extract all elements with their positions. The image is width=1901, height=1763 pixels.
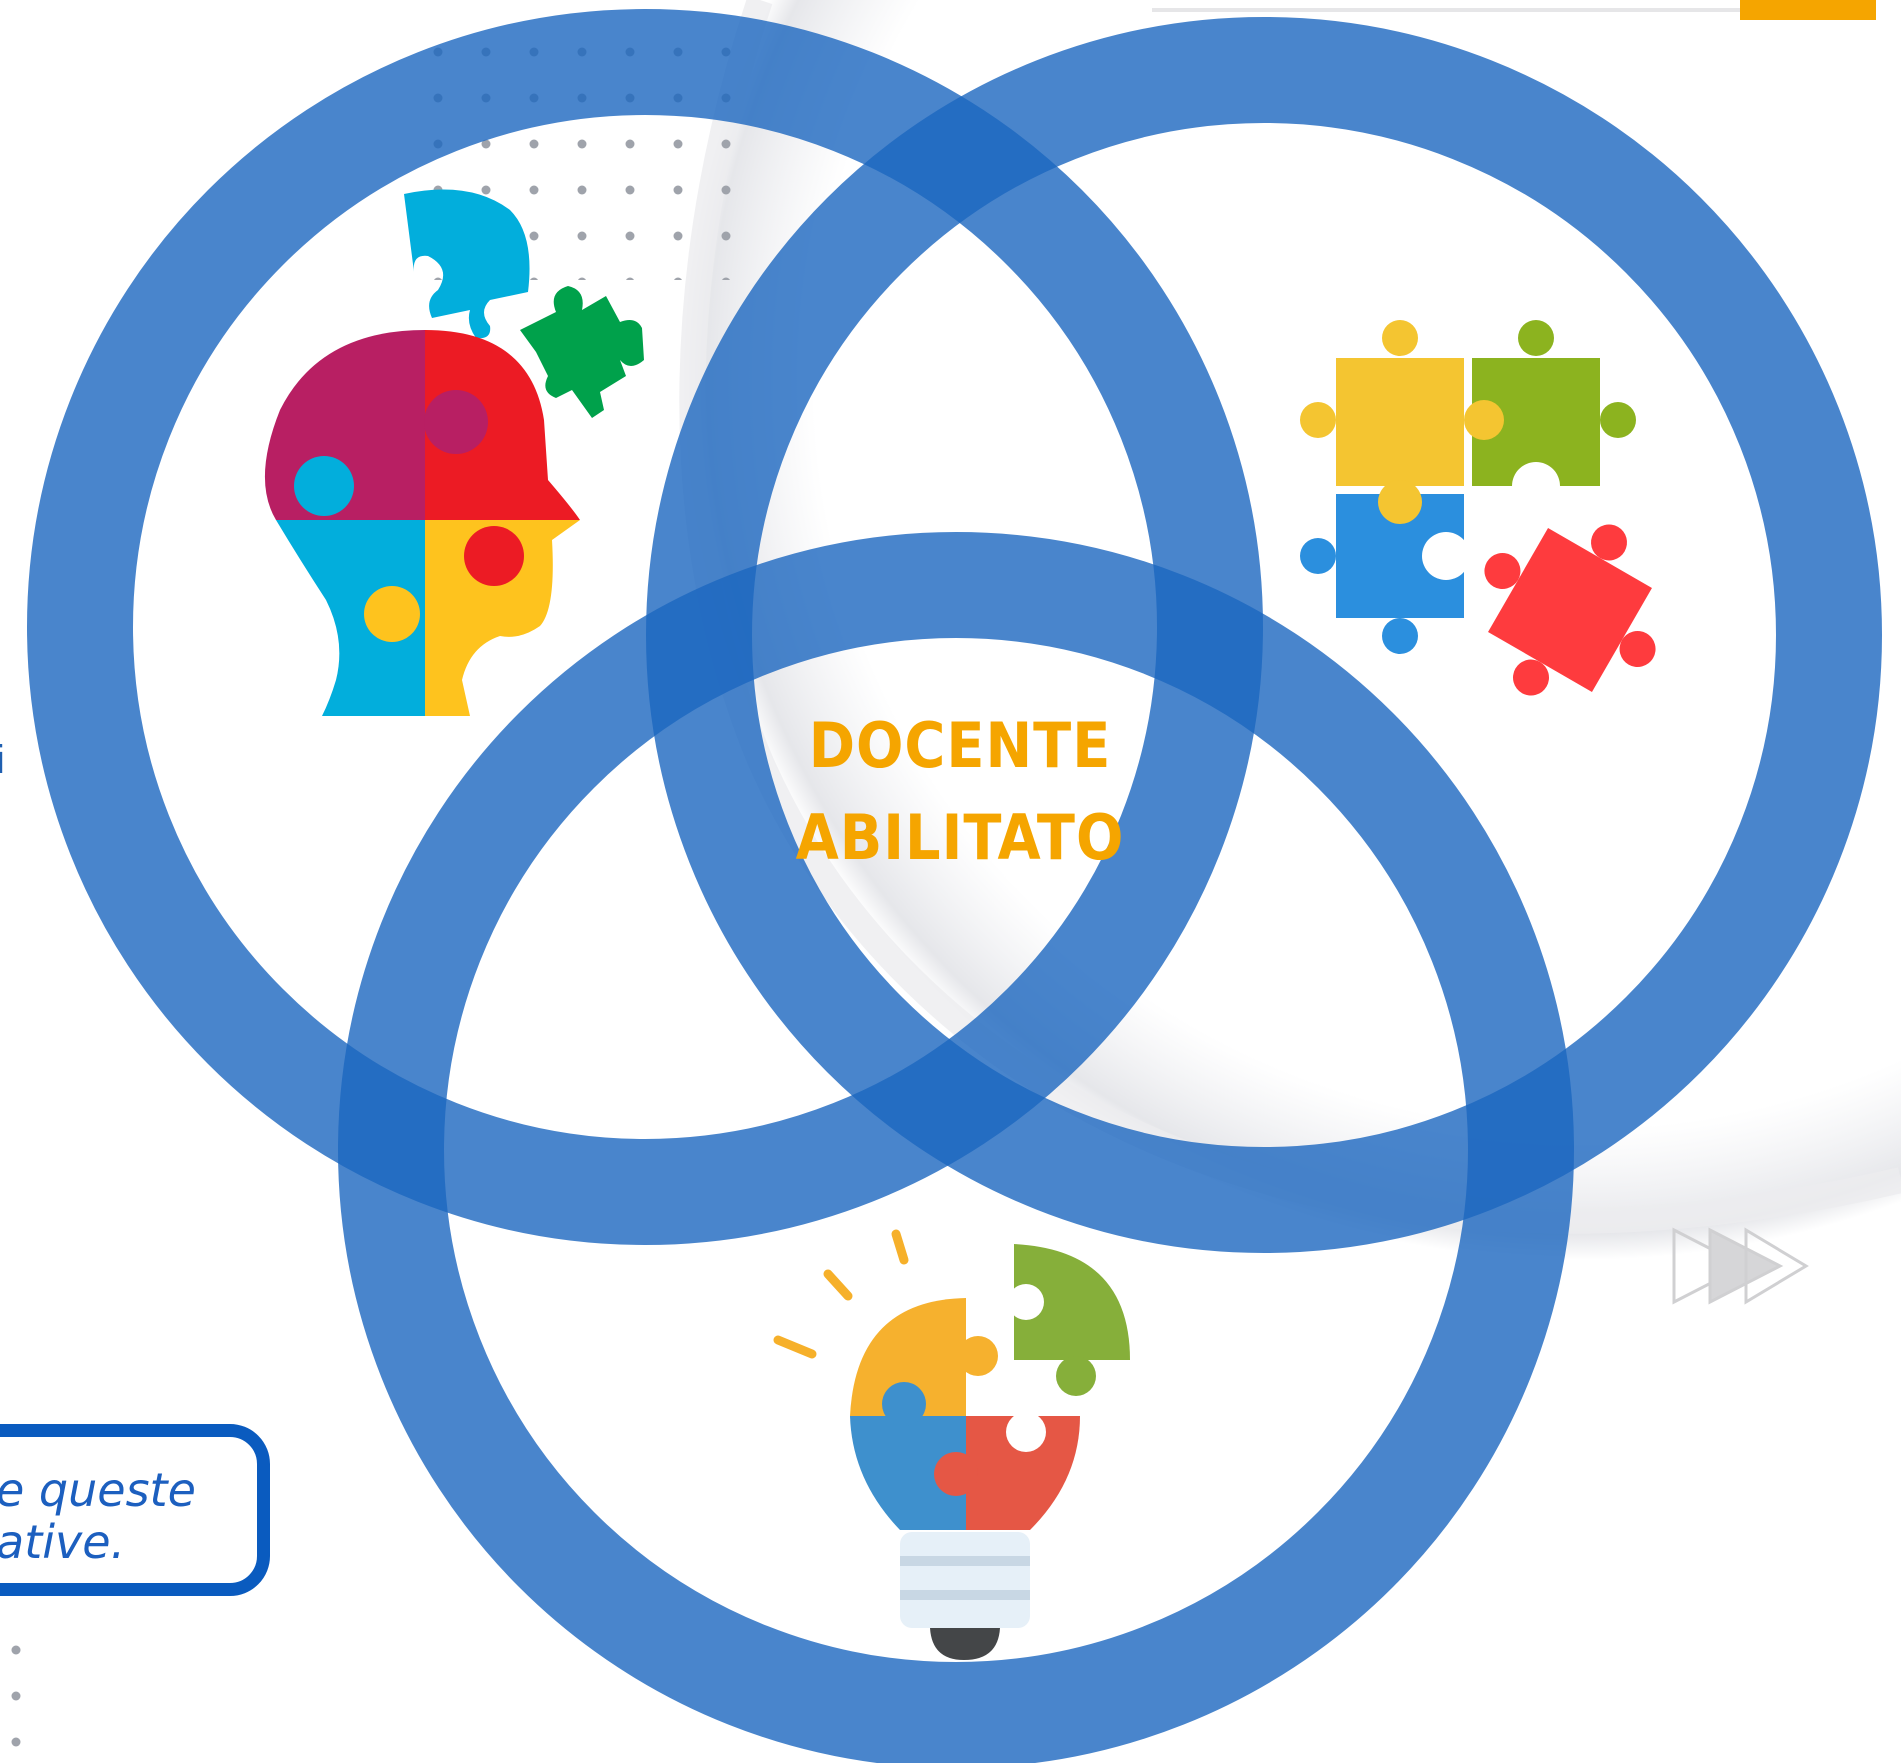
callout-text: e queste ative. xyxy=(0,1464,256,1568)
venn-rings xyxy=(27,9,1882,1763)
center-label-line2: ABILITATO xyxy=(795,801,1125,874)
dot-grid-bottom-left xyxy=(11,1645,21,1747)
fast-forward-icon xyxy=(1672,1227,1809,1305)
lightbulb-puzzle-icon xyxy=(773,1229,1130,1660)
center-label-line1: DOCENTE xyxy=(808,709,1112,782)
head-puzzle-icon xyxy=(264,189,644,716)
callout-box xyxy=(0,1424,270,1596)
center-label: DOCENTE ABILITATO xyxy=(790,700,1130,884)
callout-line1: e queste xyxy=(0,1463,196,1517)
ring-bottom xyxy=(338,532,1574,1763)
callout-line2: ative. xyxy=(0,1515,126,1569)
left-edge-text-fragment: i xyxy=(0,738,5,782)
puzzle-pieces-icon xyxy=(1300,320,1656,696)
top-accent-bar xyxy=(1740,0,1876,20)
